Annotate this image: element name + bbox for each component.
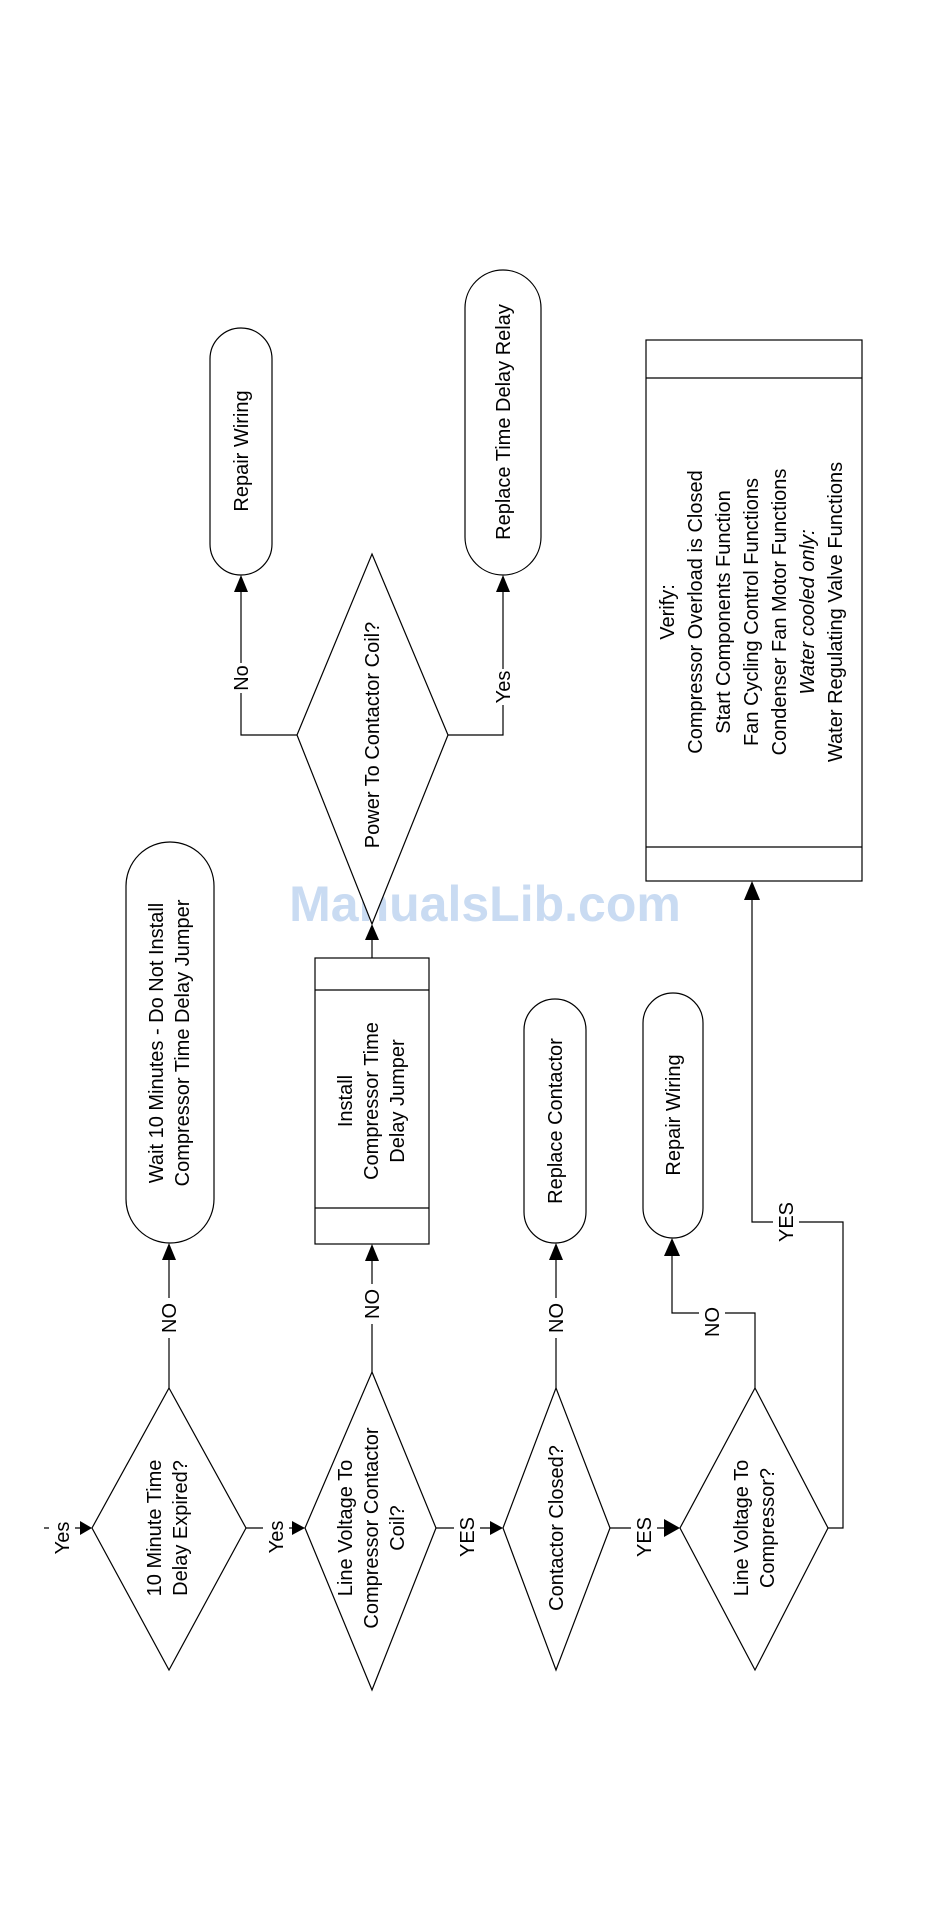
process-verify-label: Verify: Compressor Overload is Closed St… bbox=[657, 462, 847, 762]
process-verify-line-5: Condenser Fan Motor Functions bbox=[769, 469, 791, 756]
connectors bbox=[44, 575, 844, 1537]
decision-delay-line-2: Delay Expired? bbox=[170, 1460, 192, 1596]
decision-linecoil-line-2: Compressor Contactor bbox=[361, 1427, 383, 1629]
decision-comp-diamond bbox=[679, 1386, 829, 1672]
terminal-contactor-line-1: Replace Contactor bbox=[545, 1038, 567, 1204]
svg-text:NO: NO bbox=[702, 1307, 724, 1337]
power-yes-line bbox=[448, 590, 504, 736]
edge-comp-yes-label: YES bbox=[773, 1198, 799, 1246]
terminal-wait-label: Wait 10 Minutes - Do Not Install Compres… bbox=[146, 899, 194, 1186]
node-labels: 10 Minute Time Delay Expired? Wait 10 Mi… bbox=[144, 304, 847, 1628]
edge-closed-no-label: NO bbox=[543, 1298, 569, 1338]
decision-power-label: Power To Contactor Coil? bbox=[362, 622, 384, 848]
terminal-wait-line-2: Compressor Time Delay Jumper bbox=[172, 899, 194, 1186]
decision-power-line-1: Power To Contactor Coil? bbox=[362, 622, 384, 848]
svg-text:YES: YES bbox=[776, 1202, 798, 1242]
closed-yes-arrowhead bbox=[664, 1519, 680, 1537]
comp-yes-line bbox=[751, 900, 844, 1529]
svg-text:Yes: Yes bbox=[493, 671, 515, 704]
process-verify-line-3: Start Components Function bbox=[713, 490, 735, 733]
shapes bbox=[91, 269, 863, 1692]
linecoil-yes-arrowhead bbox=[490, 1521, 503, 1535]
process-jumper-line-1: Install bbox=[335, 1075, 357, 1127]
terminal-repair1-line-1: Repair Wiring bbox=[231, 390, 253, 511]
decision-linecoil-label: Line Voltage To Compressor Contactor Coi… bbox=[335, 1427, 409, 1629]
delay-yes-arrowhead bbox=[292, 1521, 305, 1535]
svg-text:YES: YES bbox=[634, 1517, 656, 1557]
power-yes-arrowhead bbox=[496, 575, 510, 592]
delay-no-arrowhead bbox=[162, 1243, 176, 1260]
decision-delay-diamond bbox=[91, 1386, 247, 1672]
decision-comp-label: Line Voltage To Compressor? bbox=[731, 1460, 779, 1596]
process-verify-line-4: Fan Cycling Control Functions bbox=[741, 478, 763, 746]
process-verify-line-7: Water Regulating Valve Functions bbox=[825, 462, 847, 762]
terminal-repair2-line-1: Repair Wiring bbox=[663, 1054, 685, 1175]
power-no-line bbox=[240, 590, 297, 736]
terminal-relay-line-1: Replace Time Delay Relay bbox=[493, 304, 515, 540]
watermark: ManualsLib.com bbox=[289, 876, 681, 932]
process-jumper-label: Install Compressor Time Delay Jumper bbox=[335, 1022, 409, 1180]
svg-text:Yes: Yes bbox=[52, 1522, 74, 1555]
decision-comp-line-1: Line Voltage To bbox=[731, 1460, 753, 1596]
terminal-repair2-label: Repair Wiring bbox=[663, 1054, 685, 1175]
edge-power-yes-label: Yes bbox=[490, 669, 516, 705]
power-no-arrowhead bbox=[234, 575, 248, 592]
decision-linecoil-line-3: Coil? bbox=[387, 1505, 409, 1551]
closed-no-arrowhead bbox=[549, 1243, 563, 1260]
edge-power-no-label: No bbox=[228, 663, 254, 693]
terminal-wait-line-1: Wait 10 Minutes - Do Not Install bbox=[146, 903, 168, 1183]
svg-text:Yes: Yes bbox=[266, 1521, 288, 1554]
terminal-contactor-label: Replace Contactor bbox=[545, 1038, 567, 1204]
svg-text:YES: YES bbox=[457, 1517, 479, 1557]
entry-arrowhead bbox=[80, 1521, 92, 1535]
edge-linecoil-no-label: NO bbox=[359, 1284, 385, 1324]
decision-closed-label: Contactor Closed? bbox=[546, 1445, 568, 1611]
edge-comp-no-label: NO bbox=[699, 1302, 725, 1342]
decision-delay-label: 10 Minute Time Delay Expired? bbox=[144, 1460, 192, 1597]
decision-closed-diamond bbox=[502, 1386, 611, 1672]
process-verify-line-1: Verify: bbox=[657, 584, 679, 640]
edge-closed-yes-label: YES bbox=[631, 1515, 657, 1559]
process-jumper-line-3: Delay Jumper bbox=[387, 1039, 409, 1163]
process-jumper-line-2: Compressor Time bbox=[361, 1022, 383, 1180]
decision-linecoil-diamond bbox=[304, 1370, 437, 1692]
comp-yes-arrowhead bbox=[744, 881, 760, 900]
terminal-repair1-label: Repair Wiring bbox=[231, 390, 253, 511]
edge-linecoil-yes-label: YES bbox=[454, 1515, 480, 1559]
process-verify-shape bbox=[645, 339, 863, 882]
process-verify-line-2: Compressor Overload is Closed bbox=[685, 470, 707, 753]
decision-comp-line-2: Compressor? bbox=[757, 1468, 779, 1588]
jumper-to-power-arrowhead bbox=[365, 924, 379, 940]
decision-closed-line-1: Contactor Closed? bbox=[546, 1445, 568, 1611]
terminal-relay-label: Replace Time Delay Relay bbox=[493, 304, 515, 540]
edge-delay-yes-label: Yes bbox=[263, 1519, 289, 1555]
svg-text:NO: NO bbox=[546, 1303, 568, 1333]
terminal-repair1-shape bbox=[209, 327, 273, 576]
process-verify-line-6: Water cooled only: bbox=[797, 529, 819, 694]
linecoil-no-arrowhead bbox=[365, 1244, 379, 1261]
edge-labels: Yes NO Yes NO No Yes YES NO bbox=[49, 663, 799, 1559]
terminal-repair2-shape bbox=[642, 992, 704, 1239]
decision-linecoil-line-1: Line Voltage To bbox=[335, 1460, 357, 1596]
svg-text:NO: NO bbox=[362, 1289, 384, 1319]
terminal-contactor-shape bbox=[523, 998, 587, 1244]
comp-no-arrowhead bbox=[664, 1238, 680, 1256]
svg-text:NO: NO bbox=[159, 1303, 181, 1333]
process-jumper-shape bbox=[314, 957, 430, 1245]
decision-delay-line-1: 10 Minute Time bbox=[144, 1460, 166, 1597]
terminal-wait-shape bbox=[125, 841, 215, 1244]
edge-delay-no-label: NO bbox=[156, 1298, 182, 1338]
svg-text:No: No bbox=[231, 665, 253, 691]
edge-entry-label: Yes bbox=[49, 1520, 75, 1556]
terminal-relay-shape bbox=[464, 269, 542, 576]
decision-power-diamond bbox=[296, 552, 449, 926]
